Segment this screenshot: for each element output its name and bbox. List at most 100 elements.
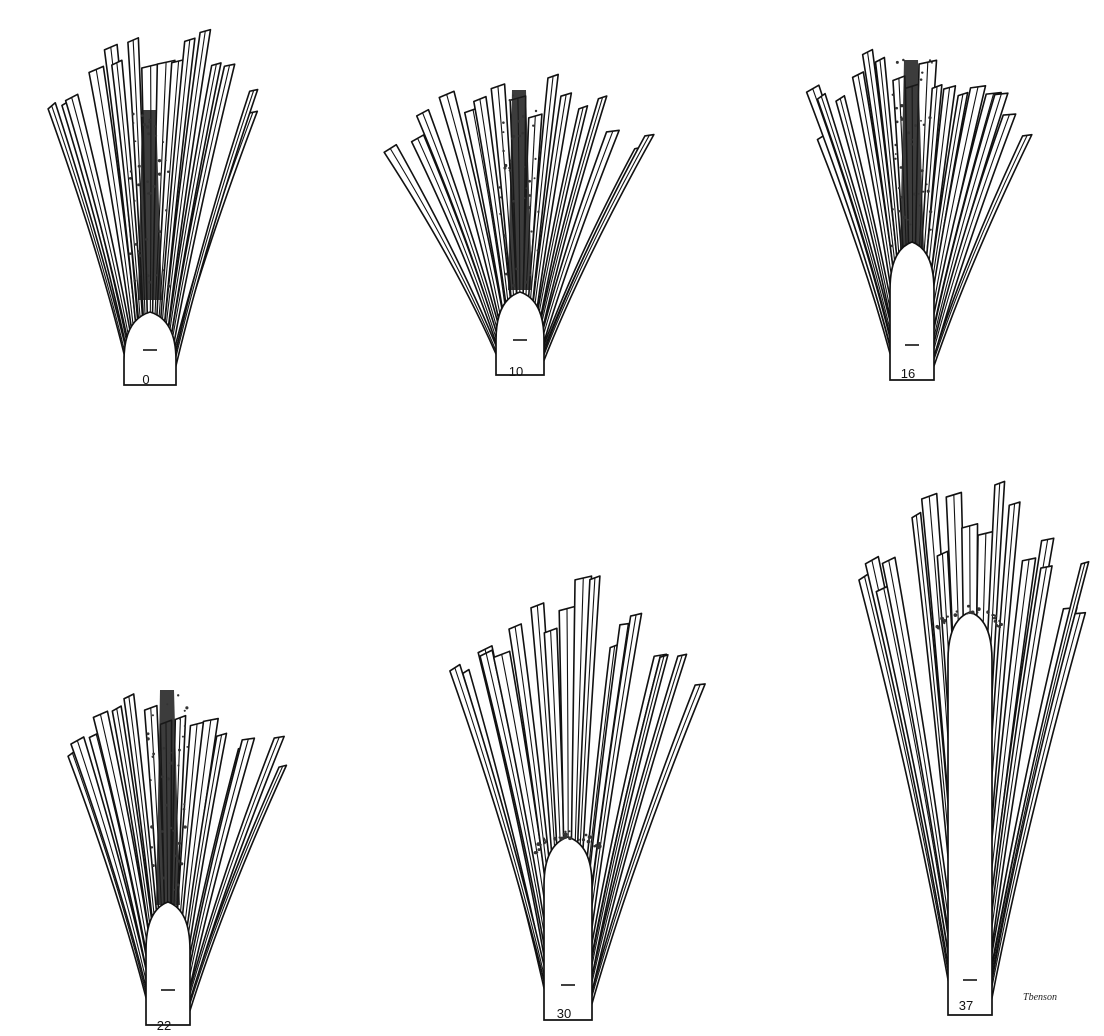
stipple-dot (587, 840, 591, 844)
stipple-dot (897, 210, 900, 213)
stipple-dot (553, 837, 557, 841)
central-stem (496, 292, 544, 375)
stipple-dot (900, 118, 903, 121)
stipple-dot (922, 191, 924, 193)
stipple-dot (585, 834, 588, 837)
central-stem (146, 902, 190, 1025)
stipple-dot (148, 121, 150, 123)
stipple-dot (527, 206, 530, 209)
stipple-dot (183, 808, 186, 811)
stipple-dot (919, 205, 921, 207)
stipple-dot (923, 124, 925, 126)
stipple-dot (935, 625, 939, 629)
stipple-dot (155, 135, 157, 137)
stipple-dot (165, 804, 168, 807)
stipple-dot (143, 123, 146, 126)
stipple-dot (133, 200, 135, 202)
stipple-dot (152, 714, 154, 716)
stipple-dot (543, 842, 546, 845)
diagram-panel-1: 0 (48, 30, 258, 387)
stipple-dot (146, 737, 149, 740)
stipple-dot (167, 777, 170, 780)
stipple-dot (903, 216, 906, 219)
stipple-dot (129, 252, 132, 255)
panel-label: 37 (959, 998, 973, 1013)
stipple-dot (907, 219, 909, 221)
stipple-dot (532, 125, 534, 127)
stipple-dot (954, 613, 958, 617)
stipple-dot (184, 710, 186, 712)
central-stem (948, 612, 992, 1015)
stipple-dot (133, 279, 136, 282)
stipple-dot (149, 281, 152, 284)
stipple-dot (502, 150, 504, 152)
stipple-dot (896, 121, 899, 124)
stipple-dot (167, 170, 170, 173)
stipple-dot (147, 274, 150, 277)
stipple-dot (564, 831, 566, 833)
stipple-dot (512, 95, 514, 97)
stipple-dot (183, 803, 185, 805)
stipple-dot (529, 274, 532, 277)
stipple-dot (928, 116, 931, 119)
stipple-dot (174, 889, 176, 891)
stipple-dot (512, 200, 515, 203)
stipple-dot (911, 139, 913, 141)
stipple-dot (929, 210, 932, 213)
stipple-dot (518, 135, 521, 138)
panel-label: 0 (142, 372, 149, 387)
diagram-panel-3: 16 (807, 50, 1032, 381)
stipple-dot (177, 860, 180, 863)
stipple-dot (135, 140, 137, 142)
stipple-dot (528, 180, 531, 183)
stipple-dot (524, 197, 526, 199)
stipple-dot (151, 846, 153, 848)
stipple-dot (896, 61, 899, 64)
stipple-dot (907, 131, 910, 134)
stipple-dot (155, 274, 157, 276)
stipple-dot (158, 173, 161, 176)
stipple-dot (971, 611, 975, 615)
stipple-dot (523, 166, 525, 168)
stipple-dot (998, 626, 1001, 629)
stipple-dot (521, 132, 524, 135)
stipple-dot (500, 196, 502, 198)
stipple-dot (543, 837, 545, 839)
stipple-dot (900, 104, 903, 107)
stipple-dot (535, 110, 537, 112)
stipple-dot (180, 862, 183, 865)
stipple-dot (534, 158, 536, 160)
stipple-dot (920, 120, 922, 122)
stipple-dot (153, 185, 156, 188)
stipple-dot (900, 166, 903, 169)
stipple-dot (150, 825, 153, 828)
stipple-dot (1000, 623, 1003, 626)
stipple-dot (921, 71, 923, 73)
stipple-dot (154, 125, 156, 127)
stipple-dot (502, 131, 504, 133)
stipple-dot (178, 749, 181, 752)
central-stem (544, 837, 592, 1020)
stipple-dot (986, 610, 990, 614)
stipple-dot (511, 137, 514, 140)
stipple-dot (927, 190, 930, 193)
stipple-dot (167, 285, 170, 288)
stipple-dot (537, 249, 539, 251)
stipple-dot (505, 273, 508, 276)
stipple-dot (926, 183, 928, 185)
stipple-dot (593, 845, 595, 847)
stipple-dot (152, 752, 155, 755)
stipple-dot (165, 159, 167, 161)
stipple-dot (898, 187, 900, 189)
stipple-dot (942, 617, 945, 620)
stipple-dot (911, 143, 914, 146)
stipple-dot (147, 732, 150, 735)
stipple-dot (993, 617, 996, 620)
stipple-dot (146, 125, 149, 128)
stipple-dot (598, 842, 602, 846)
stipple-dot (166, 703, 168, 705)
stipple-dot (991, 614, 993, 616)
stipple-dot (163, 747, 166, 750)
stipple-dot (132, 122, 134, 124)
